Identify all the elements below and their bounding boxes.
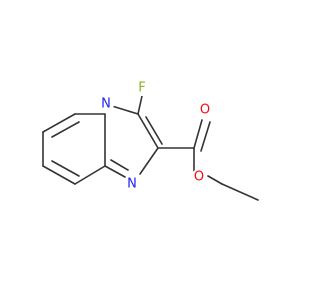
carbonyl-oxygen-atom: O	[197, 102, 213, 118]
bond	[207, 175, 223, 185]
atom-label-layer: F N N O O	[98, 80, 213, 192]
bond	[139, 147, 159, 175]
bond	[42, 165, 76, 185]
bond	[110, 159, 129, 171]
bond	[51, 160, 80, 177]
bond	[145, 116, 163, 145]
bridgehead-nitrogen-atom: N	[98, 96, 114, 112]
bond	[193, 119, 203, 149]
atom-label-n-1: N	[101, 97, 111, 112]
bond	[111, 105, 139, 115]
bond	[42, 113, 76, 133]
bond	[137, 113, 159, 149]
bond	[137, 95, 143, 115]
fluorine-atom: F	[134, 80, 150, 96]
atom-label-f: F	[138, 81, 145, 96]
ester-oxygen-atom: O	[191, 169, 207, 185]
bond	[74, 165, 106, 185]
bond	[104, 165, 126, 178]
molecule-structure-diagram: F N N O O	[42, 80, 259, 201]
bond	[51, 121, 80, 138]
bond	[221, 183, 259, 201]
atom-label-n-2: N	[127, 177, 137, 192]
bond-layer	[42, 95, 259, 201]
atom-label-o-2: O	[194, 170, 204, 185]
atom-label-o-1: O	[200, 103, 210, 118]
ring-nitrogen-atom: N	[124, 176, 140, 192]
bond	[200, 121, 211, 152]
